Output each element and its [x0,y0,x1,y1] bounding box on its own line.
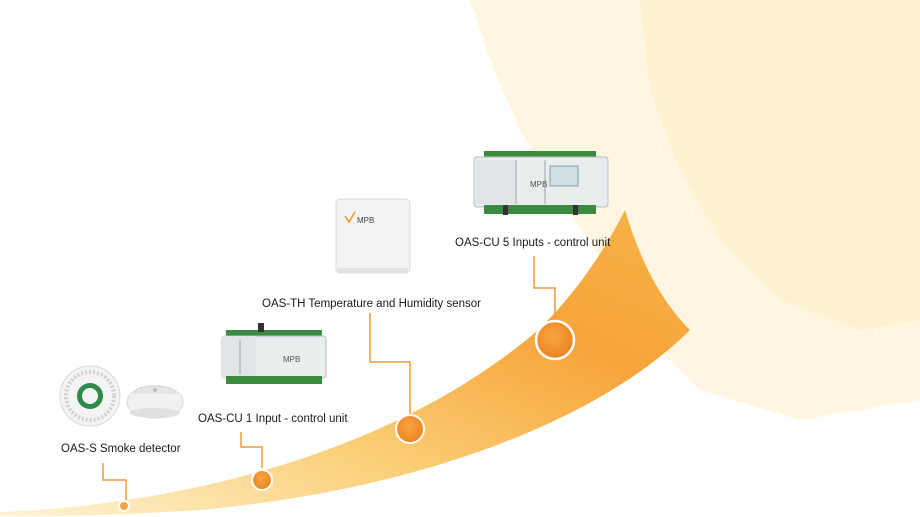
step-4-label: OAS-CU 5 Inputs - control unit [455,237,611,249]
control-unit-1-icon: MPB [221,323,327,384]
control-unit-5-icon: MPB [473,151,609,215]
growth-arc [0,210,690,517]
step-1-label: OAS-S Smoke detector [61,443,181,455]
smoke-detector-icon [59,365,184,427]
timeline-dots [118,319,576,512]
connector-4 [533,256,556,322]
svg-text:MPB: MPB [283,355,300,364]
connector-1 [102,463,127,500]
connector-3 [369,313,411,415]
timeline-dot-4 [534,319,576,361]
connector-lines [102,256,556,500]
step-3-label: OAS-TH Temperature and Humidity sensor [262,298,482,310]
timeline-dot-2 [251,469,273,491]
svg-text:MPB: MPB [357,216,374,225]
connector-2 [240,432,263,468]
temperature-humidity-sensor-icon: MPB [335,198,411,274]
svg-text:MPB: MPB [530,180,547,189]
background-splash-2 [640,0,920,330]
step-2-label: OAS-CU 1 Input - control unit [198,413,348,425]
timeline-dot-1 [118,500,130,512]
timeline-dot-3 [395,414,425,444]
